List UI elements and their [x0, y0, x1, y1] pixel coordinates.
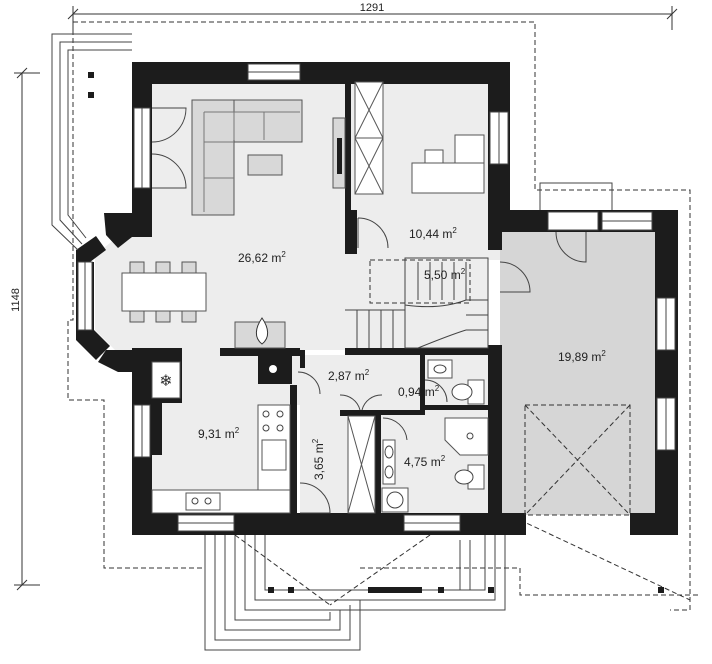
width-dimension-label: 1291	[360, 2, 384, 14]
svg-text:10,44 m2: 10,44 m2	[409, 226, 457, 241]
height-dimension-label: 1148	[10, 288, 22, 312]
coffee-table	[247, 154, 283, 176]
svg-text:4,75 m2: 4,75 m2	[404, 454, 446, 469]
svg-text:19,89 m2: 19,89 m2	[558, 349, 606, 364]
bath-fixtures	[381, 417, 489, 513]
left-dimension: 1148	[10, 67, 40, 591]
desk	[411, 134, 485, 194]
svg-text:3,65 m2: 3,65 m2	[311, 438, 326, 480]
staircase	[345, 257, 489, 349]
room-label-entry: 3,65 m2	[311, 438, 326, 480]
sofa	[191, 99, 303, 216]
fireplace	[234, 317, 288, 380]
wc-fixtures	[427, 359, 485, 405]
room-label-stair: 5,50 m2	[424, 267, 466, 282]
doors	[151, 107, 587, 514]
dining-set	[121, 261, 207, 323]
room-label-garage: 19,89 m2	[558, 349, 606, 364]
windows	[77, 63, 676, 532]
top-dimension: 1291	[67, 2, 678, 30]
svg-text:9,31 m2: 9,31 m2	[198, 426, 240, 441]
room-label-kitchen: 9,31 m2	[198, 426, 240, 441]
svg-text:2,87 m2: 2,87 m2	[328, 368, 370, 383]
tv-unit	[332, 117, 346, 189]
room-label-bath: 4,75 m2	[404, 454, 446, 469]
flame-icon	[255, 317, 269, 345]
wardrobe-living	[354, 81, 384, 195]
fridge: ❄	[151, 361, 181, 399]
snowflake-icon: ❄	[159, 371, 172, 390]
garage-door-outline	[524, 404, 631, 516]
wardrobe-entry	[347, 415, 376, 514]
svg-text:0,94 m2: 0,94 m2	[398, 384, 440, 399]
room-label-wc: 0,94 m2	[398, 384, 440, 399]
svg-text:5,50 m2: 5,50 m2	[424, 267, 466, 282]
room-label-hall: 2,87 m2	[328, 368, 370, 383]
terrace-outline	[51, 33, 664, 651]
room-label-living: 26,62 m2	[238, 250, 286, 265]
room-label-office: 10,44 m2	[409, 226, 457, 241]
washing-machine-icon	[381, 487, 409, 513]
kitchen-counter	[151, 404, 291, 514]
svg-text:26,62 m2: 26,62 m2	[238, 250, 286, 265]
